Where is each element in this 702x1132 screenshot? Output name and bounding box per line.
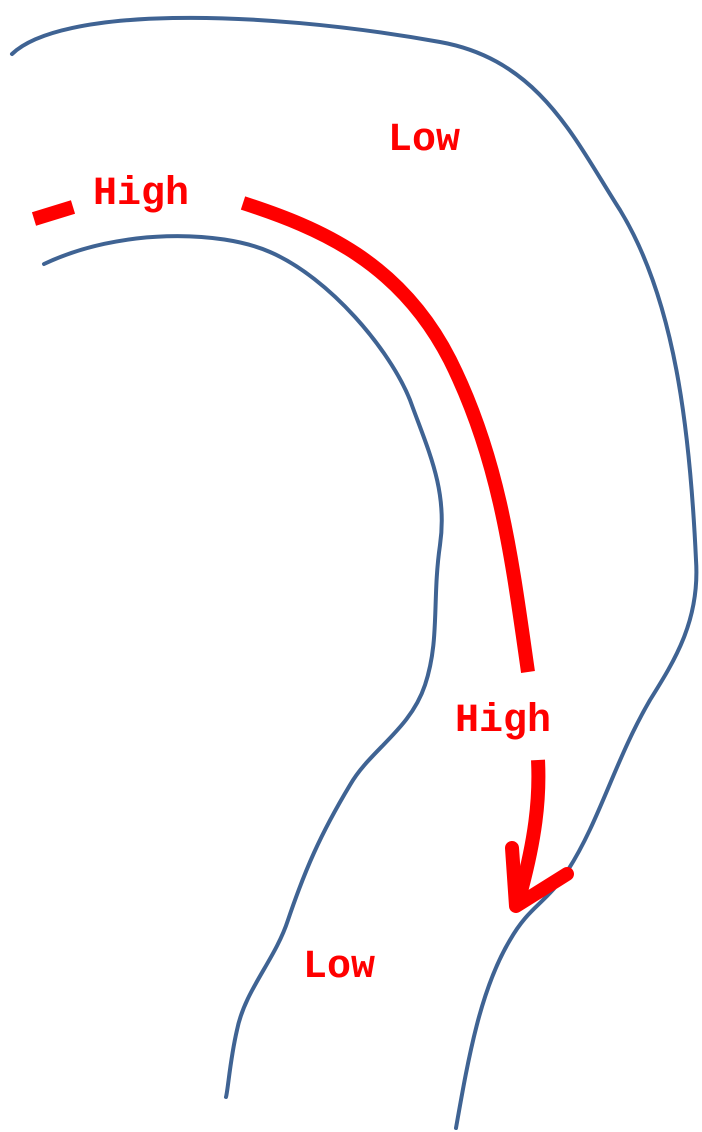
flow-arrow-main-curve <box>240 196 535 673</box>
flow-arrow-downstream-shaft <box>513 759 546 897</box>
label-high-upstream: High <box>93 172 189 217</box>
label-low-outer-bank: Low <box>388 118 460 163</box>
label-high-downstream: High <box>455 699 551 744</box>
flow-arrow-head <box>505 841 574 913</box>
label-low-inner-bank: Low <box>303 945 375 990</box>
inner-bank-line <box>42 234 444 1099</box>
flow-arrow-upstream-segment <box>31 200 76 226</box>
outer-bank-line <box>10 15 699 1130</box>
